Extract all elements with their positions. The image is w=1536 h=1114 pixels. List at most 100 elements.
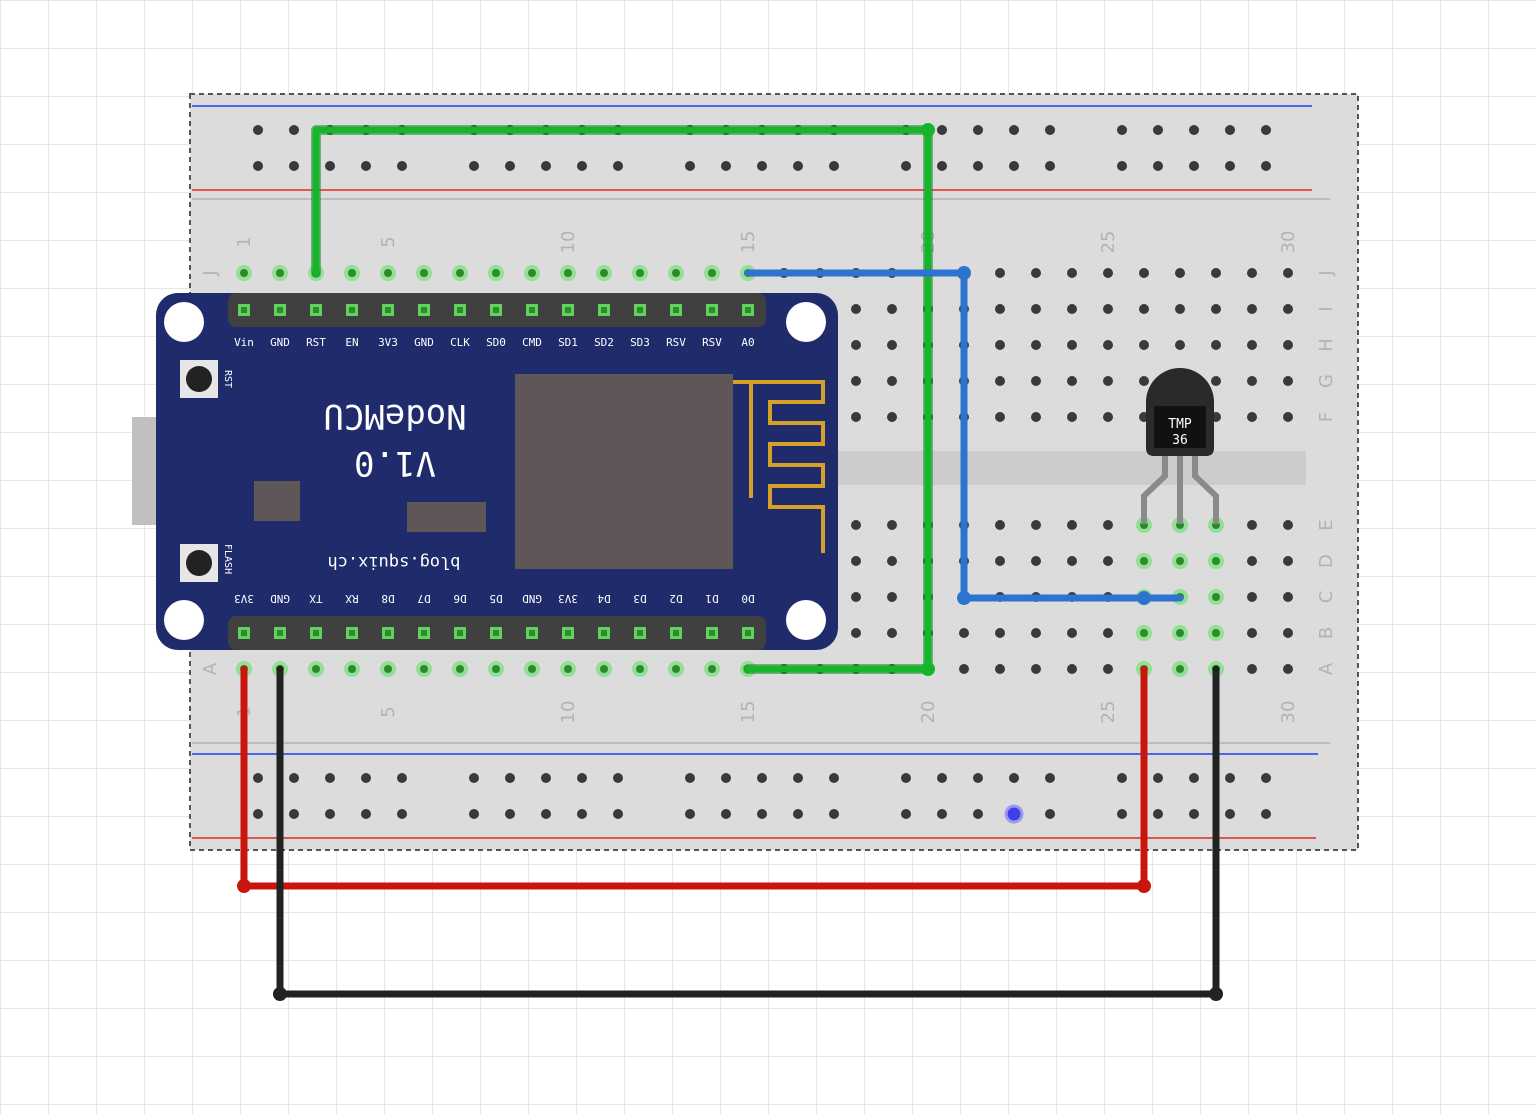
connected-hole xyxy=(312,665,320,673)
rail-hole xyxy=(1117,773,1127,783)
header-pin-core xyxy=(385,307,391,313)
terminal-hole xyxy=(1175,340,1185,350)
rail-hole xyxy=(1153,125,1163,135)
mount-hole-bottom-left xyxy=(164,600,204,640)
row-letter: B xyxy=(1316,627,1337,639)
rail-hole xyxy=(973,809,983,819)
rail-hole xyxy=(541,161,551,171)
rail-hole xyxy=(1189,809,1199,819)
terminal-hole xyxy=(1031,520,1041,530)
column-number: 10 xyxy=(558,701,579,724)
terminal-hole xyxy=(1283,556,1293,566)
terminal-hole xyxy=(1031,628,1041,638)
wire-bend-node xyxy=(921,662,935,676)
terminal-hole xyxy=(851,340,861,350)
rail-hole xyxy=(397,809,407,819)
rail-hole xyxy=(757,161,767,171)
connected-hole xyxy=(708,269,716,277)
terminal-hole xyxy=(1283,664,1293,674)
rail-hole xyxy=(829,161,839,171)
a0-signal-wire[interactable] xyxy=(744,269,1184,602)
terminal-hole xyxy=(851,304,861,314)
rail-hole xyxy=(1045,773,1055,783)
rail-hole xyxy=(1009,773,1019,783)
bottom-pin-label: D3 xyxy=(633,592,646,605)
terminal-hole xyxy=(1283,628,1293,638)
terminal-hole xyxy=(1283,268,1293,278)
top-pin-label: CLK xyxy=(450,336,470,349)
terminal-hole xyxy=(1067,412,1077,422)
wire-bend-node xyxy=(957,266,971,280)
esp-shield xyxy=(515,374,733,569)
top-pin-label: EN xyxy=(345,336,358,349)
regulator-chip xyxy=(254,481,300,521)
ground-wire[interactable] xyxy=(276,665,1220,998)
column-number: 30 xyxy=(1278,231,1299,254)
board-subtitle: blog.squix.ch xyxy=(327,552,460,572)
rail-hole xyxy=(973,125,983,135)
terminal-hole xyxy=(1103,664,1113,674)
power-3v3-wire[interactable] xyxy=(240,665,1148,890)
header-pin-core xyxy=(457,630,463,636)
rail-hole xyxy=(1189,125,1199,135)
rail-hole xyxy=(937,773,947,783)
top-pin-label: Vin xyxy=(234,336,254,349)
connected-hole xyxy=(276,269,284,277)
rail-hole xyxy=(361,161,371,171)
rail-hole xyxy=(793,809,803,819)
rail-hole xyxy=(469,773,479,783)
terminal-hole xyxy=(1067,340,1077,350)
row-letter: A xyxy=(1316,662,1337,675)
rail-hole xyxy=(1117,809,1127,819)
header-pin-core xyxy=(421,307,427,313)
terminal-hole xyxy=(887,628,897,638)
header-pin-core xyxy=(745,307,751,313)
connected-hole xyxy=(1176,629,1184,637)
rail-hole xyxy=(1261,773,1271,783)
rail-hole xyxy=(757,773,767,783)
terminal-hole xyxy=(1103,556,1113,566)
rail-hole xyxy=(685,773,695,783)
connected-hole xyxy=(672,665,680,673)
rail-hole xyxy=(1225,161,1235,171)
row-letter: I xyxy=(1316,306,1337,311)
connected-hole xyxy=(420,269,428,277)
terminal-hole xyxy=(1247,268,1257,278)
top-pin-label: A0 xyxy=(741,336,754,349)
terminal-hole xyxy=(1247,376,1257,386)
rail-hole xyxy=(1225,125,1235,135)
connected-hole xyxy=(564,665,572,673)
wire-bend-node xyxy=(273,987,287,1001)
terminal-hole xyxy=(1031,556,1041,566)
connected-hole xyxy=(240,269,248,277)
header-pin-core xyxy=(241,307,247,313)
top-pin-label: RSV xyxy=(702,336,722,349)
top-header-pins xyxy=(238,304,754,316)
terminal-hole xyxy=(1103,520,1113,530)
flash-button-cap xyxy=(186,550,212,576)
connected-hole xyxy=(456,665,464,673)
connected-hole xyxy=(348,269,356,277)
rail-hole xyxy=(1117,161,1127,171)
sensor-face xyxy=(1154,406,1206,448)
terminal-hole xyxy=(1247,412,1257,422)
connected-hole xyxy=(528,665,536,673)
connected-hole xyxy=(492,665,500,673)
header-pin-core xyxy=(637,307,643,313)
column-number: 30 xyxy=(1278,701,1299,724)
rail-hole xyxy=(577,809,587,819)
terminal-hole xyxy=(887,304,897,314)
column-number: 20 xyxy=(918,701,939,724)
terminal-hole xyxy=(1283,304,1293,314)
rail-hole xyxy=(541,809,551,819)
wire-bend-node xyxy=(1137,879,1151,893)
rail-hole xyxy=(289,161,299,171)
rail-hole xyxy=(397,161,407,171)
sensor-label-line2: 36 xyxy=(1172,433,1188,448)
connected-hole xyxy=(1140,557,1148,565)
terminal-hole xyxy=(1031,340,1041,350)
rail-hole xyxy=(721,809,731,819)
wire-bend-node xyxy=(1209,987,1223,1001)
rail-hole xyxy=(325,161,335,171)
